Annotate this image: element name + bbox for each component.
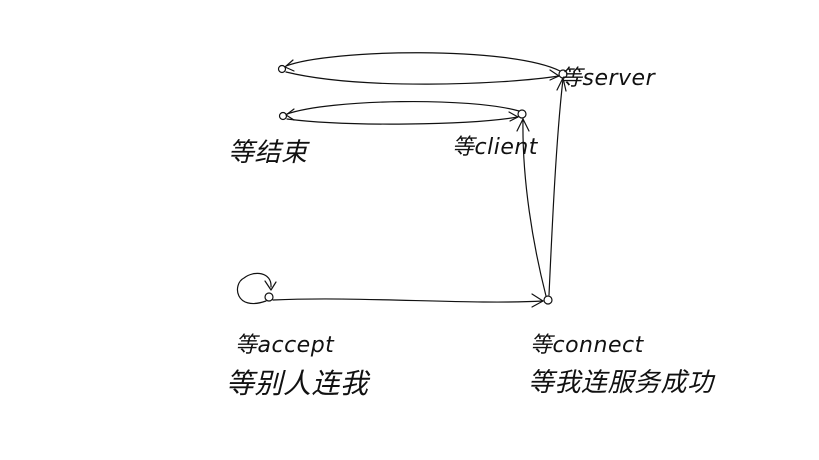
accept-state-label: 等accept <box>235 333 335 358</box>
end-node-top <box>277 64 287 74</box>
connect-state-sublabel: 等我连服务成功 <box>528 368 714 398</box>
client-state-node <box>517 109 527 119</box>
connect-to-client-arrowhead <box>516 118 530 132</box>
connect-to-client-arrow <box>522 118 547 297</box>
end-to-server-arrow <box>285 71 560 85</box>
connect-state-label: 等connect <box>530 333 644 358</box>
end-node-bottom <box>278 111 288 121</box>
accept-to-connect-arrow <box>272 298 544 303</box>
server-to-end-arrow <box>285 52 561 72</box>
accept-self-loop <box>236 272 272 304</box>
accept-state-sublabel: 等别人连我 <box>226 367 369 400</box>
accept-to-connect-arrowhead <box>531 293 544 308</box>
end-to-server-arrowhead <box>549 69 560 81</box>
accept-state-node <box>264 292 274 302</box>
connect-to-server-arrow <box>548 78 564 296</box>
connect-state-node <box>543 295 553 305</box>
accept-self-loop-arrowhead <box>264 280 277 291</box>
client-to-end-arrowhead <box>285 108 295 121</box>
client-state-label: 等client <box>452 135 538 160</box>
end-to-client-arrowhead <box>508 111 519 122</box>
server-to-end-arrowhead <box>284 59 295 72</box>
client-to-end-arrow <box>286 100 520 115</box>
end-to-client-arrow <box>286 116 519 125</box>
server-state-label: 等server <box>560 66 656 91</box>
connect-to-server-arrowhead <box>556 77 567 92</box>
end-state-label: 等结束 <box>228 138 308 168</box>
